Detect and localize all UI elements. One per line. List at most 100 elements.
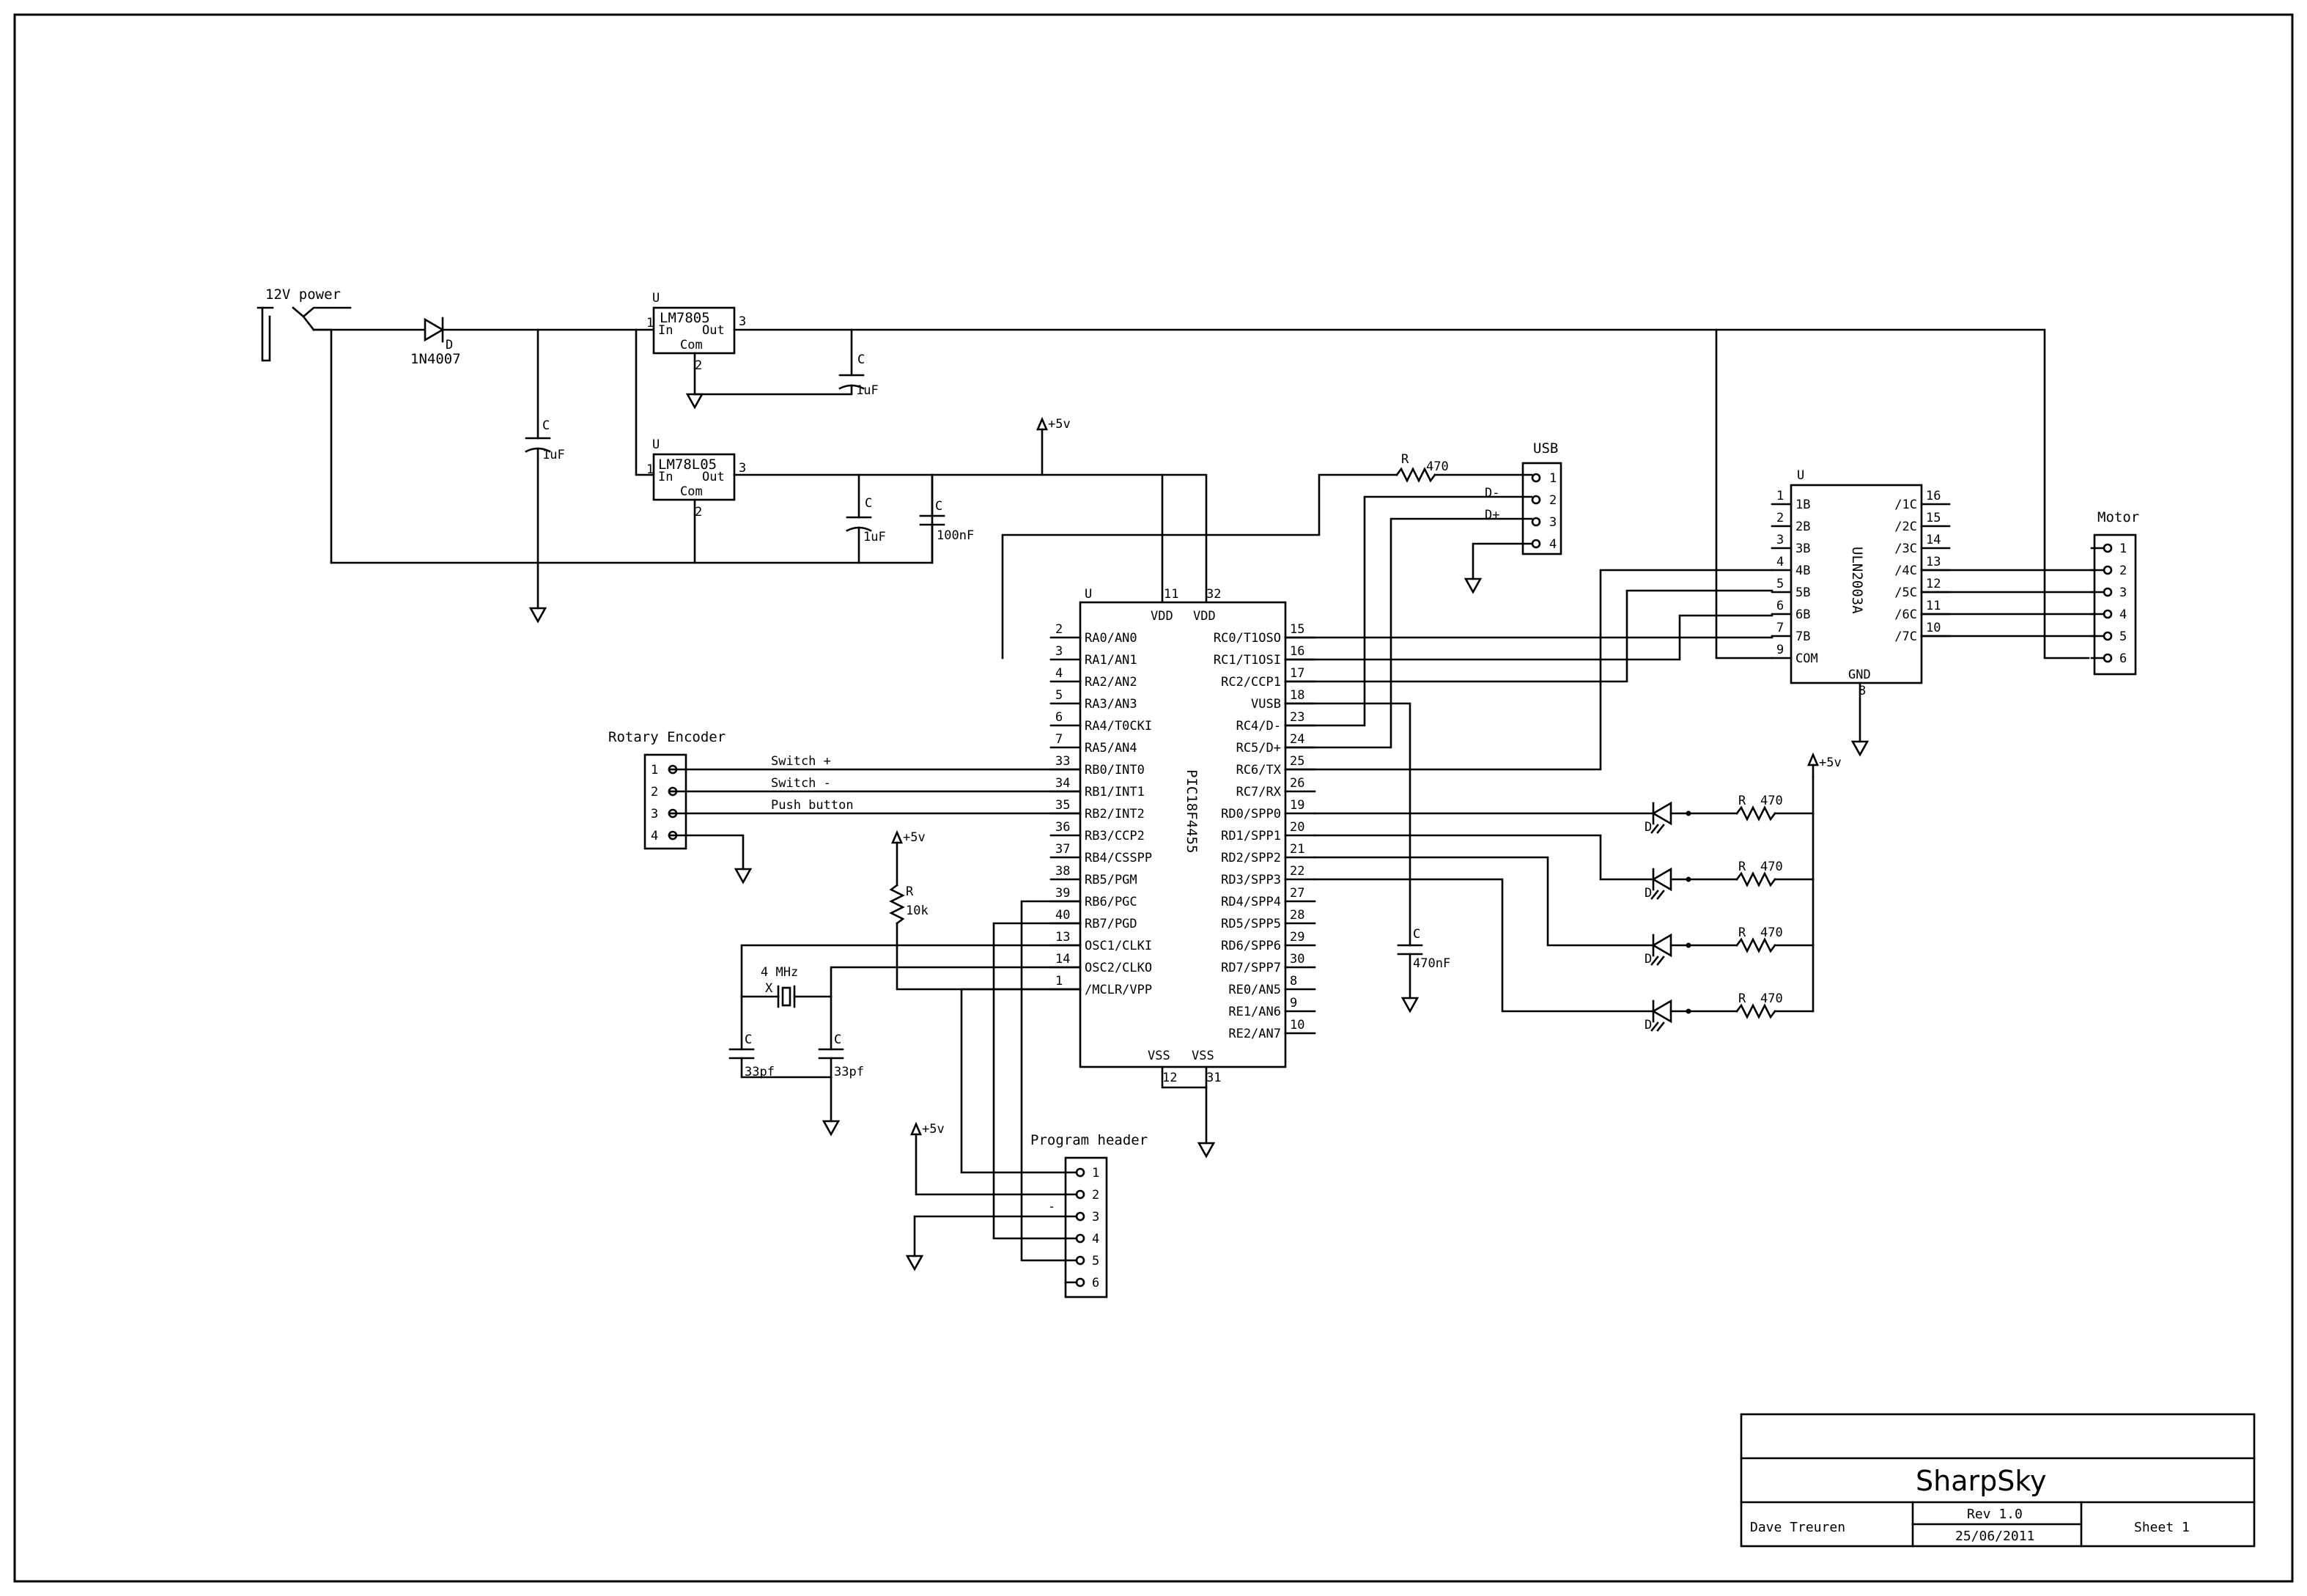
svg-text:C: C — [857, 352, 865, 367]
svg-text:USB: USB — [1533, 440, 1558, 457]
mcu-pin-name: RE0/AN5 — [1228, 983, 1281, 997]
gnd-mcu — [1197, 1142, 1216, 1159]
led-ref: D — [1645, 952, 1652, 967]
svg-text:Dave Treuren: Dave Treuren — [1750, 1520, 1845, 1535]
led-res-val: 470 — [1760, 860, 1783, 874]
uln-pin-name: 4B — [1795, 564, 1810, 578]
mcu-pin-name: RB6/PGC — [1085, 895, 1137, 909]
uln-pin-name: /4C — [1894, 564, 1917, 578]
connector-pin-number: 4 — [651, 829, 658, 843]
svg-text:+5v: +5v — [903, 830, 926, 845]
mcu-pin-name: RA0/AN0 — [1085, 631, 1137, 646]
svg-text:1uF: 1uF — [542, 448, 565, 462]
uln-pin-number: 1 — [1776, 489, 1784, 503]
mcu-pin-number: 23 — [1290, 710, 1304, 725]
led-res-val: 470 — [1760, 926, 1783, 940]
uln-pin-number: 15 — [1926, 511, 1941, 525]
svg-text:Motor: Motor — [2097, 509, 2139, 525]
uln-pin-number: 7 — [1776, 621, 1784, 635]
mcu-pin-name: RC0/T1OSO — [1214, 631, 1281, 646]
svg-text:R: R — [1401, 452, 1409, 467]
mcu-pin-name: RB0/INT0 — [1085, 763, 1145, 777]
svg-text:+5v: +5v — [1819, 755, 1842, 770]
uln-pin-name: /2C — [1894, 520, 1917, 534]
svg-text:D+: D+ — [1485, 508, 1499, 522]
connector-pin-number: 2 — [2119, 564, 2127, 578]
cap-c1: C 1uF — [525, 328, 565, 624]
mcu-pin-number: 20 — [1290, 820, 1304, 835]
uln-pin-number: 13 — [1926, 555, 1941, 569]
svg-text:ULN2003A: ULN2003A — [1849, 547, 1865, 614]
mcu-name: PIC18F4455 — [1184, 769, 1200, 853]
svg-text:U: U — [652, 437, 660, 452]
connector-pin-number: 6 — [1092, 1276, 1099, 1290]
svg-text:Push button: Push button — [771, 798, 854, 813]
uln-pin-name: /5C — [1894, 585, 1917, 600]
svg-text:1: 1 — [646, 316, 654, 330]
wire-5v-rail — [733, 473, 1208, 604]
uln-pin-number: 11 — [1926, 599, 1941, 613]
regulator-lm7805: U LM7805 In Out Com 1 3 2 — [646, 291, 746, 410]
diode-1n4007: D 1N4007 — [312, 317, 654, 367]
vcc-symbol-top: +5v — [1036, 416, 1071, 432]
mcu-pin-number: 24 — [1290, 732, 1304, 747]
svg-text:470nF: 470nF — [1413, 956, 1450, 971]
svg-text:In: In — [658, 470, 673, 484]
uln-pin-number: 9 — [1776, 643, 1784, 657]
uln2003a-chip: U ULN2003A GND 8 11B22B33B44B55B66B77B9C… — [1771, 468, 1951, 698]
wire-12v-rail — [733, 328, 2090, 660]
mcu-pin-name: VUSB — [1251, 697, 1281, 712]
svg-text:3: 3 — [739, 461, 746, 476]
svg-text:VDD: VDD — [1151, 609, 1173, 624]
svg-text:U: U — [1797, 468, 1804, 483]
svg-text:VSS: VSS — [1192, 1049, 1214, 1063]
mcu-pin-number: 1 — [1055, 974, 1063, 989]
svg-text:100nF: 100nF — [937, 528, 974, 543]
led-res-ref: R — [1738, 794, 1746, 808]
svg-text:1: 1 — [1549, 471, 1557, 486]
svg-text:8: 8 — [1858, 684, 1866, 698]
svg-text:4: 4 — [1549, 537, 1557, 552]
mcu-pin-number: 36 — [1055, 820, 1070, 835]
wire-d-minus — [1284, 495, 1533, 727]
uln-pin-number: 10 — [1926, 621, 1941, 635]
svg-text:Com: Com — [680, 484, 703, 499]
mcu-pin-number: 38 — [1055, 864, 1070, 879]
mcu-pin-name: RA3/AN3 — [1085, 697, 1137, 712]
svg-text:R: R — [906, 884, 914, 899]
led-res-ref: R — [1738, 991, 1746, 1006]
mcu-pin-name: RA1/AN1 — [1085, 653, 1137, 668]
gnd-uln — [1850, 740, 1869, 757]
svg-text:2: 2 — [1549, 493, 1557, 508]
power-jack: 12V power — [256, 287, 352, 564]
mcu-pin-number: 2 — [1055, 622, 1063, 637]
mcu-pin-name: /MCLR/VPP — [1085, 983, 1152, 997]
svg-text:Program header: Program header — [1030, 1132, 1148, 1148]
power-jack-label: 12V power — [265, 287, 341, 303]
mcu-pin-number: 33 — [1055, 754, 1070, 769]
svg-text:10k: 10k — [906, 904, 929, 918]
mcu-pin-name: RD6/SPP6 — [1221, 939, 1281, 953]
project-title: SharpSky — [1916, 1465, 2047, 1497]
connector-pin-number: 1 — [651, 763, 658, 777]
usb-connector: USB 1 2 3 4 D- D+ — [1485, 440, 1562, 555]
mcu-pin-name: RB7/PGD — [1085, 917, 1137, 931]
led-ref: D — [1645, 886, 1652, 901]
mcu-pin-name: RD0/SPP0 — [1221, 807, 1281, 821]
mcu-pin-name: RB5/PGM — [1085, 873, 1137, 887]
mcu-pin-name: RE1/AN6 — [1228, 1005, 1281, 1019]
uln-pin-name: 5B — [1795, 585, 1810, 600]
mcu-pin-name: RD1/SPP1 — [1221, 829, 1281, 843]
svg-text:+5v: +5v — [1048, 417, 1071, 432]
uln-pin-number: 3 — [1776, 533, 1784, 547]
mcu-pin-number: 4 — [1055, 666, 1063, 681]
pic18f4455-chip: U VDD VDD 11 32 VSS VSS 12 31 PIC18F4455… — [1049, 587, 1316, 1085]
wire-rc1 — [1284, 614, 1773, 661]
svg-text:2: 2 — [695, 505, 702, 520]
svg-text:Out: Out — [702, 323, 725, 338]
diode-ref: D — [446, 338, 453, 352]
